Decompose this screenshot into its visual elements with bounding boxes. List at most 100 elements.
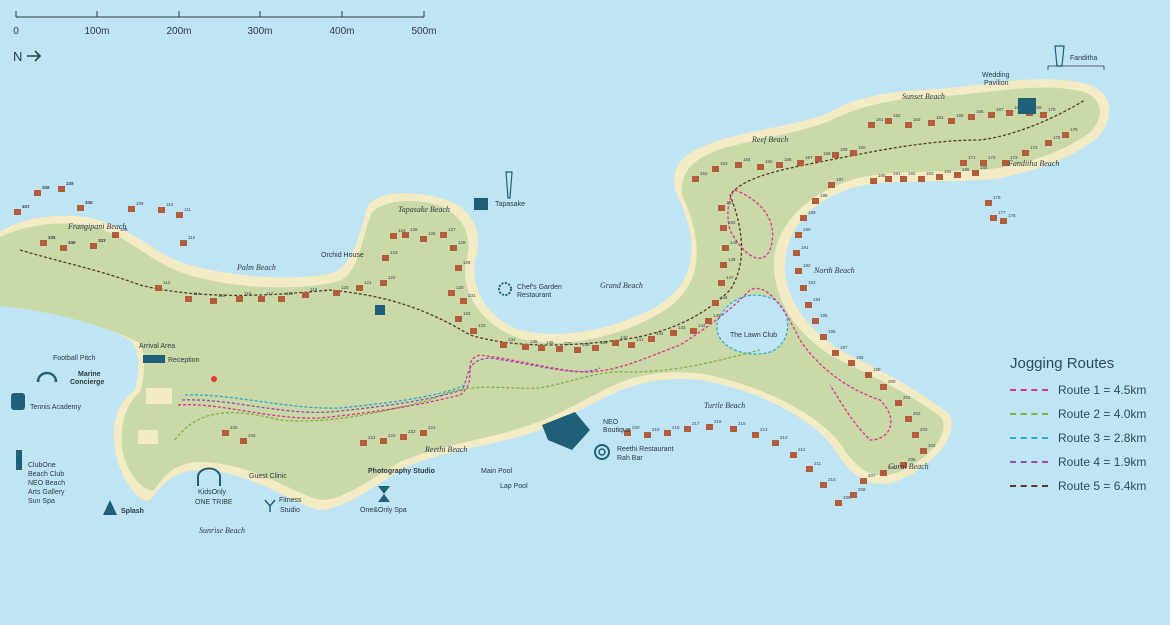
villa-marker	[718, 280, 725, 286]
villa-number: 219	[652, 427, 660, 432]
route-1	[177, 287, 892, 441]
villa-marker	[895, 400, 902, 406]
villa-marker	[812, 198, 819, 204]
label-coral-beach: Coral Beach	[888, 462, 929, 471]
villa-marker	[628, 342, 635, 348]
villa-marker	[800, 215, 807, 221]
villa-number: 117	[266, 291, 274, 296]
villa-number: 104	[85, 200, 93, 205]
label-neo-beach: NEO Beach	[28, 480, 65, 487]
buildings	[143, 98, 1036, 450]
villa-number: 206	[888, 465, 896, 470]
tapasake-icon	[505, 171, 513, 199]
villa-number: 179	[993, 195, 1001, 200]
villa-marker	[448, 290, 455, 296]
beach-labels: Frangipani Beach Palm Beach Tapasake Bea…	[67, 92, 1059, 535]
villa-number: 173	[1010, 155, 1018, 160]
villa-marker	[278, 296, 285, 302]
villa-number: 195	[820, 313, 828, 318]
villa-marker	[538, 345, 545, 351]
villa-marker	[712, 166, 719, 172]
legend-row: Route 2 = 4.0km	[1010, 407, 1146, 421]
legend-row: Route 4 = 1.9km	[1010, 455, 1146, 469]
villa-marker	[828, 182, 835, 188]
villa-marker	[776, 162, 783, 168]
villa-number: 133	[478, 323, 486, 328]
villa-number: 228	[42, 185, 50, 190]
legend-row: Route 3 = 2.8km	[1010, 431, 1146, 445]
villa-number: 199	[873, 367, 881, 372]
label-football-pitch: Football Pitch	[53, 355, 96, 362]
villa-marker	[258, 296, 265, 302]
label-fitness-studio: Studio	[280, 507, 300, 514]
scale-tick: 100m	[84, 26, 109, 37]
villa-number: 203	[920, 427, 928, 432]
villa-number: 103	[66, 181, 74, 186]
villa-marker	[420, 236, 427, 242]
villa-number: 149	[730, 240, 738, 245]
label-one-only-spa: One&Only Spa	[360, 507, 407, 514]
villa-marker	[730, 426, 737, 432]
route-5-label: Route 5 = 6.4km	[1058, 479, 1147, 493]
villa-number: 183	[926, 171, 934, 176]
jogging-routes	[19, 99, 1086, 441]
spa-icon	[378, 486, 390, 502]
villa-number: 192	[803, 263, 811, 268]
villa-marker	[795, 268, 802, 274]
villa-number: 230	[85, 200, 93, 205]
villa-number: 190	[803, 227, 811, 232]
villa-marker	[900, 176, 907, 182]
villa-number: 162	[893, 113, 901, 118]
route-4	[181, 357, 601, 414]
tapasake-building	[474, 198, 488, 210]
route-1-label: Route 1 = 4.5km	[1058, 383, 1147, 397]
villa-marker	[848, 360, 855, 366]
villa-marker	[222, 430, 229, 436]
reethi-icon-inner	[598, 448, 606, 456]
reethi-icon	[594, 444, 610, 460]
villa-number: 193	[808, 280, 816, 285]
villa-number: 105	[48, 235, 56, 240]
villa-number: 182	[908, 171, 916, 176]
villa-marker	[900, 462, 907, 468]
place-labels: Tapasake Orchid House Chef's Garden Rest…	[11, 45, 1105, 515]
villa-number: 155	[765, 159, 773, 164]
villa-marker	[236, 296, 243, 302]
label-fanditha-beach: Fanditha Beach	[1007, 159, 1059, 168]
villa-marker	[972, 170, 979, 176]
orchid-house-building	[375, 305, 385, 315]
villa-number: 215	[738, 421, 746, 426]
land	[0, 87, 1100, 501]
villa-number: 159	[840, 147, 848, 152]
villa-marker	[936, 174, 943, 180]
villa-marker	[333, 290, 340, 296]
villa-marker	[356, 285, 363, 291]
villa-marker	[705, 318, 712, 324]
villa-number: 220	[632, 425, 640, 430]
villa-number: 125	[410, 227, 418, 232]
villa-number: 137	[564, 341, 572, 346]
villa-number: 200	[888, 379, 896, 384]
villa-number: 147	[726, 275, 734, 280]
villa-number: 207	[868, 473, 876, 478]
villa-marker	[360, 440, 367, 446]
villa-number: 146	[720, 295, 728, 300]
villa-marker	[835, 500, 842, 506]
villa-number: 178	[1008, 213, 1016, 218]
label-concierge: Concierge	[70, 379, 104, 386]
villa-number: 101	[22, 204, 30, 209]
villa-marker	[948, 118, 955, 124]
villa-number: 124	[398, 228, 406, 233]
villa-marker	[58, 186, 65, 192]
label-lap-pool: Lap Pool	[500, 483, 528, 490]
villa-number: 153	[720, 161, 728, 166]
villa-marker	[790, 452, 797, 458]
villa-number: 121	[364, 280, 372, 285]
villa-marker	[302, 292, 309, 298]
villa-marker	[870, 178, 877, 184]
villa-number: 226	[230, 425, 238, 430]
villa-marker	[880, 470, 887, 476]
villa-number: 231	[48, 235, 56, 240]
villa-number: 213	[780, 435, 788, 440]
